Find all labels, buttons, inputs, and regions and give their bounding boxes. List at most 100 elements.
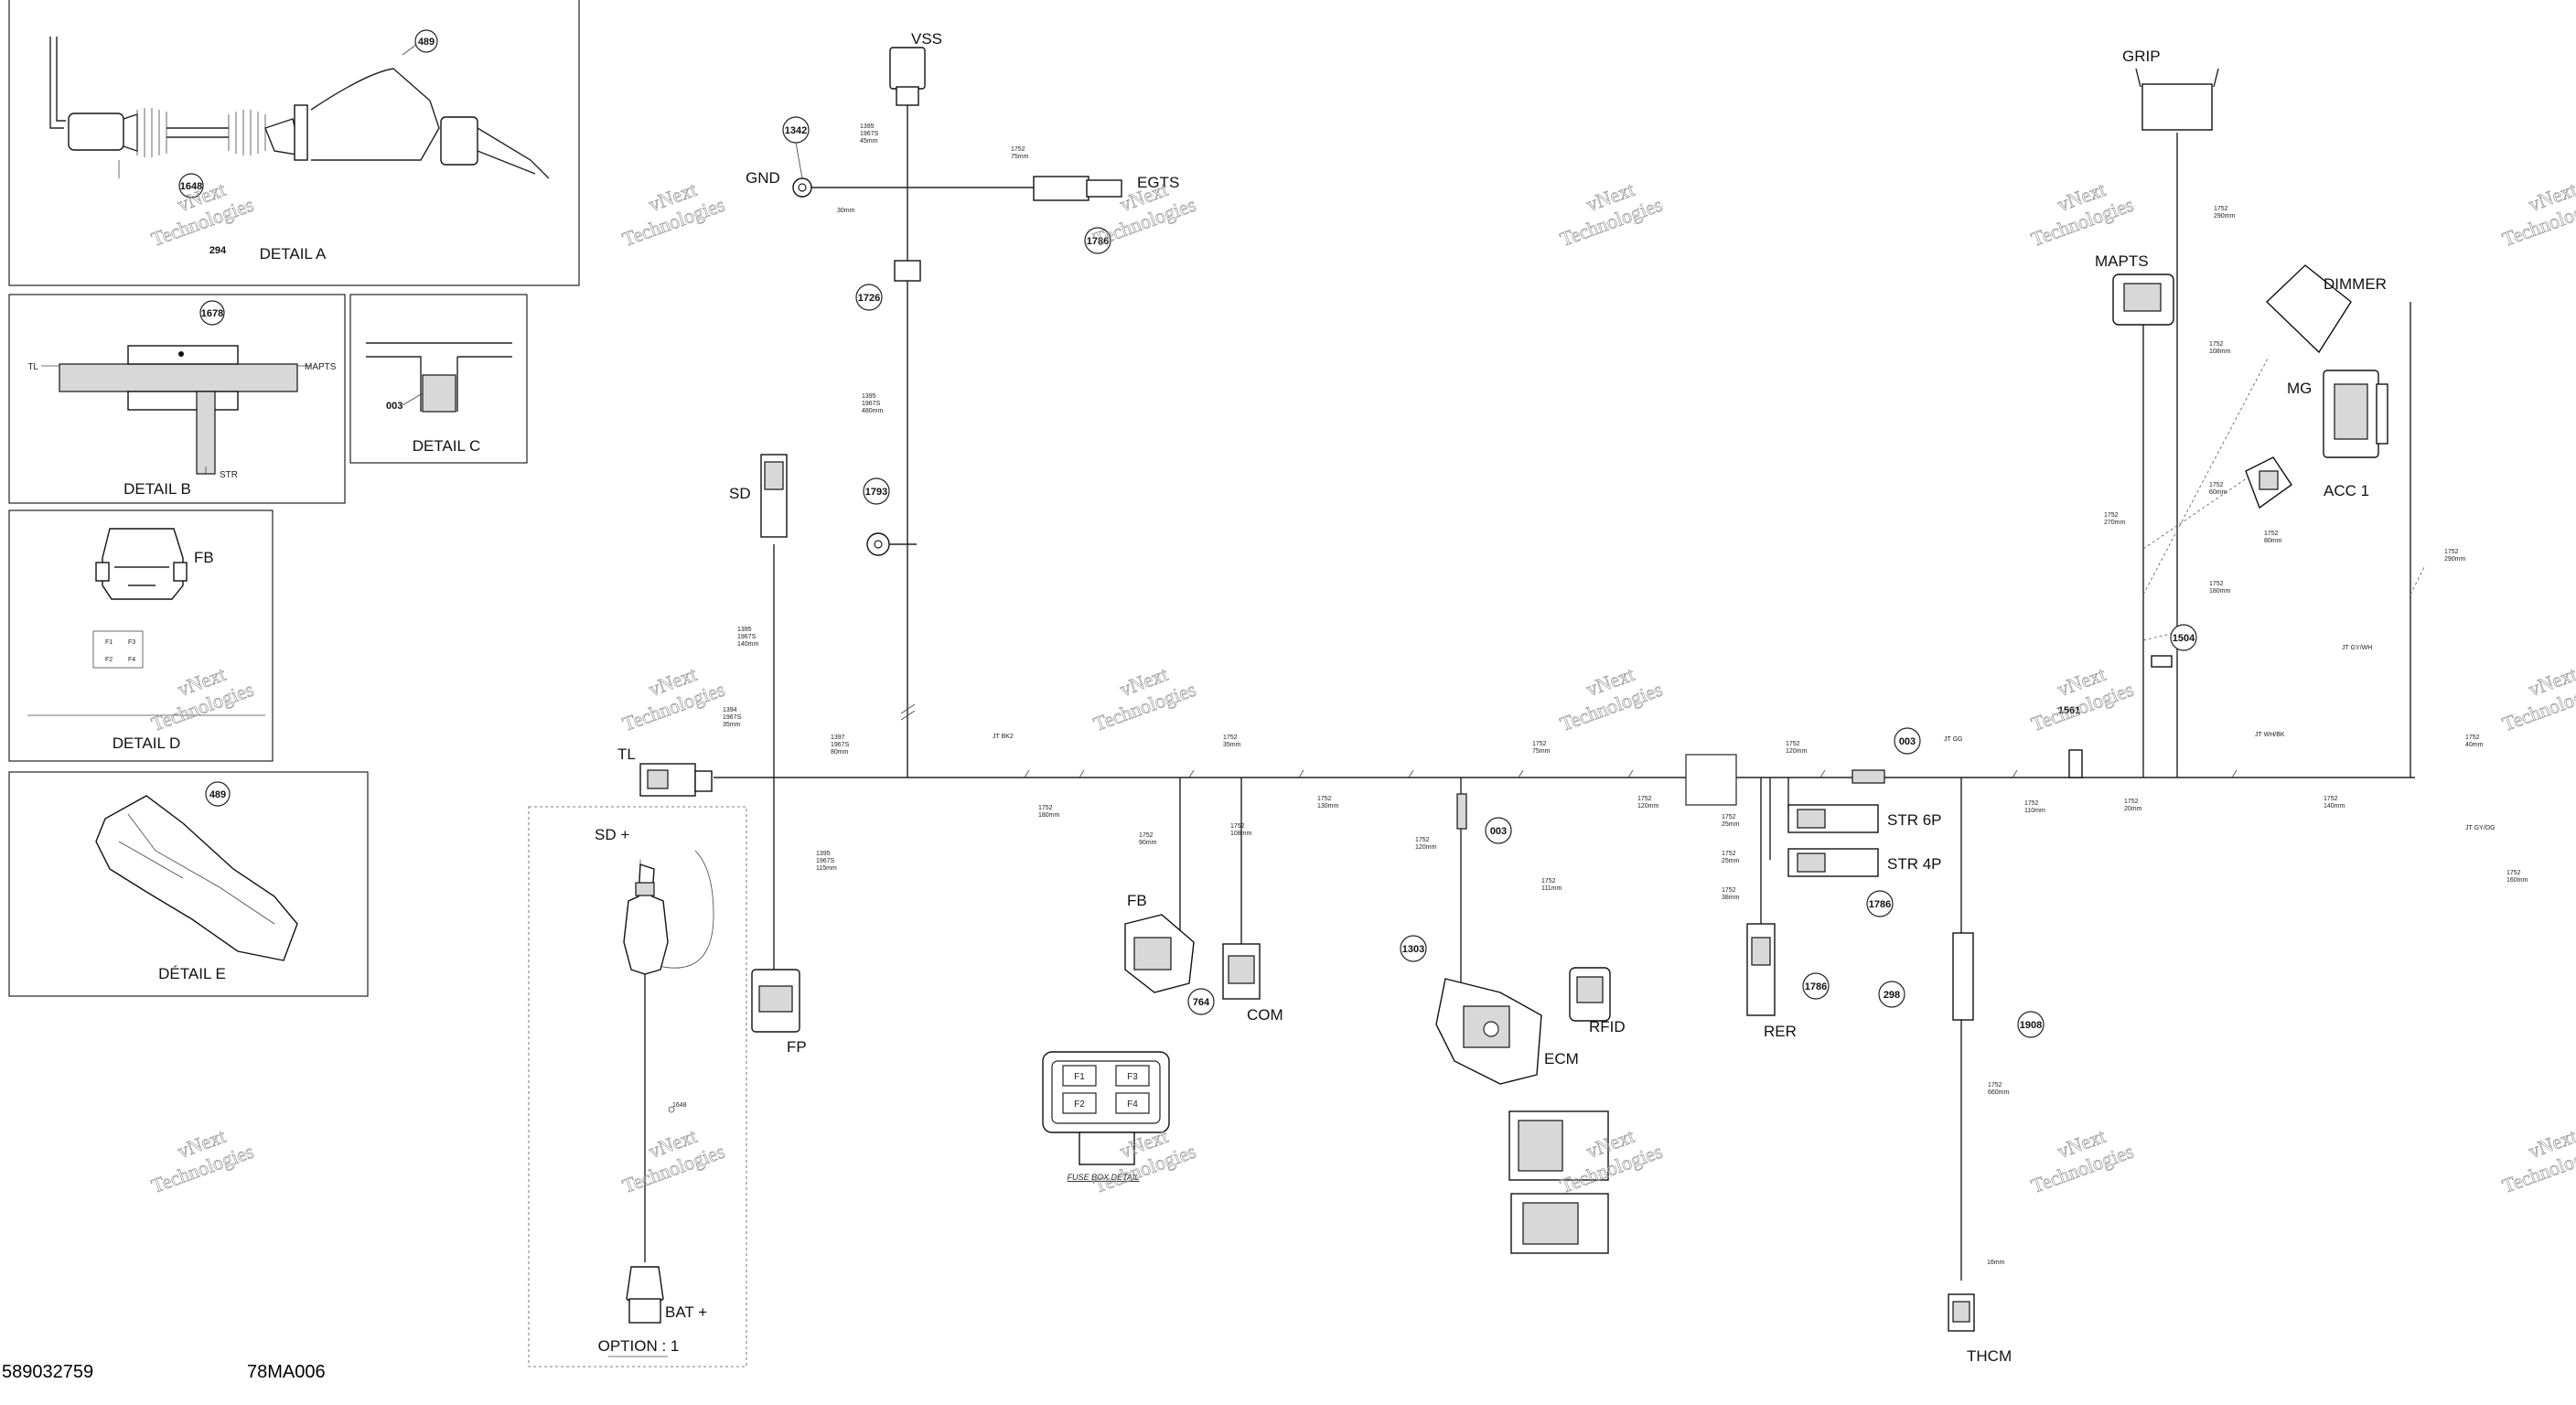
thcm-branch: 298 1908 THCM [1878,932,2045,1365]
detail-d-title: DETAIL D [113,735,181,752]
fb-label: FB [1127,892,1147,909]
fuse-box-detail: F1 F3 F2 F4 FUSE BOX DETAIL [1042,1051,1170,1182]
callout-1561: 1561 [2058,705,2080,716]
fuse-box-caption: FUSE BOX DETAIL [1068,1173,1140,1182]
vss-connector: VSS [889,30,942,106]
wire-note: 1648 [672,1102,687,1109]
gnd-terminal: GND 1342 [746,116,812,198]
rfid-label: RFID [1589,1018,1626,1035]
detail-d-fuse-f1: F1 [105,639,113,646]
com-label: COM [1247,1006,1283,1024]
wire-note: JT GY/OG [2465,825,2496,831]
wire-note: JT GY/WH [2342,645,2372,651]
mapts-label: MAPTS [2095,252,2149,270]
detail-d-frame: FB F1 F3 F2 F4 DETAIL D [8,509,274,762]
option-1-frame: SD + BAT + OPTION : 1 [528,806,747,1367]
rer-connector: RER 1786 [1746,923,1830,1040]
com-connector: COM [1222,943,1283,1024]
detail-a-title: DETAIL A [260,245,327,263]
wire-note: JT WH/BK [2255,732,2285,738]
vss-label: VSS [911,30,942,48]
splice-003-ecm: 003 [1485,817,1512,844]
callout-1793: 1793 [865,487,887,498]
detail-d-fb-label: FB [194,549,214,566]
detail-b-right-label: MAPTS [305,362,337,372]
callout-764: 764 [1193,997,1210,1008]
callout-1303: 1303 [1402,944,1424,955]
footer-left-code: 589032759 [2,1362,93,1382]
sd-plus-label: SD + [595,826,629,843]
callout-1504: 1504 [2173,633,2195,644]
acc1-label: ACC 1 [2324,482,2369,499]
fb-connector: FB 764 [1124,892,1215,1015]
detail-a-callout-294: 294 [209,245,227,256]
mapts-connector: MAPTS [2095,252,2174,326]
detail-e-title: DÉTAIL E [158,965,226,982]
callout-003-trunk: 003 [1899,736,1916,747]
callout-1726: 1726 [858,293,880,304]
callout-1908: 1908 [2020,1020,2042,1031]
detail-c-callout-003: 003 [386,401,402,412]
splice-003-trunk: 003 [1894,727,1921,755]
detail-b-bottom-label: STR [220,470,238,480]
ecm-connector: ECM 1303 [1400,935,1609,1254]
detail-a-frame: 489 1648 294 DETAIL A [8,0,580,286]
tl-connector: TL [617,745,713,797]
splice-1504: 1504 [2151,624,2197,668]
option-1-label: OPTION : 1 [598,1337,680,1355]
detail-d-fuse-f3: F3 [128,639,135,646]
acc1-connector: ACC 1 [2245,456,2369,509]
detail-e-frame: 489 DÉTAIL E [8,771,369,997]
sd-label: SD [729,485,751,502]
bat-plus-label: BAT + [665,1303,707,1321]
footer-right-code: 78MA006 [247,1362,326,1382]
callout-298: 298 [1884,990,1900,1001]
wire-note: JT BK2 [993,734,1014,740]
callout-1786-str: 1786 [1869,899,1891,910]
detail-b-callout-1678: 1678 [201,308,223,319]
splice-1561: 1561 [2058,705,2083,778]
main-harness [714,91,2425,1281]
fp-label: FP [787,1038,807,1056]
str6p-label: STR 6P [1887,811,1942,829]
detail-b-frame: 1678 TL MAPTS STR DETAIL B [8,294,346,504]
detail-c-frame: 003 DETAIL C [349,294,528,464]
fuse-f1: F1 [1074,1072,1085,1082]
dimmer-label: DIMMER [2324,275,2387,293]
rfid-connector: RFID [1569,967,1626,1035]
fp-connector: FP [751,969,807,1056]
ecm-label: ECM [1544,1050,1579,1067]
ring-terminal-1793: 1793 [863,477,917,556]
detail-d-fuse-f4: F4 [128,657,135,663]
callout-003-ecm: 003 [1490,826,1507,837]
mg-connector: MG [2287,370,2388,458]
wire-note: 30mm [837,208,855,214]
gnd-label: GND [746,169,780,187]
